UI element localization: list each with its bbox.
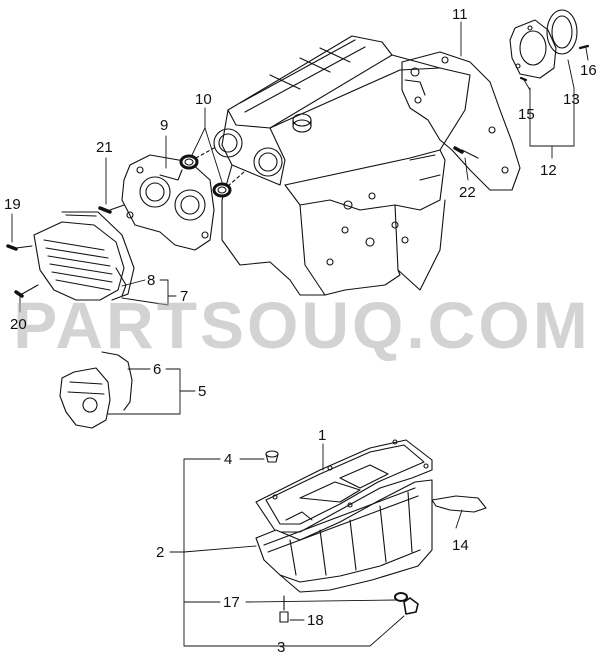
callout-1: 1 — [318, 427, 327, 444]
oil-strainer-14 — [431, 495, 487, 513]
timing-cover-inner-9 — [121, 154, 215, 251]
gasket-17 — [394, 592, 408, 602]
rear-plate-gasket-11 — [401, 51, 521, 191]
callout-9: 9 — [160, 117, 169, 134]
callout-8: 8 — [147, 272, 156, 289]
callout-18: 18 — [307, 612, 324, 629]
callout-12: 12 — [540, 162, 557, 179]
timing-cover-upper — [33, 211, 135, 301]
bolt-22 — [453, 146, 479, 159]
bolt-15 — [519, 76, 528, 82]
callout-15: 15 — [518, 106, 535, 123]
callout-13: 13 — [563, 91, 580, 108]
bolt-20 — [14, 284, 39, 298]
callout-16: 16 — [580, 62, 597, 79]
camshaft-seals-10 — [179, 147, 245, 198]
callout-21: 21 — [96, 139, 113, 156]
bolt-19 — [6, 244, 33, 251]
bolt-16 — [578, 44, 590, 50]
timing-cover-lower-5 — [59, 351, 133, 429]
oil-pan-2 — [255, 464, 433, 593]
callout-3: 3 — [277, 639, 286, 656]
callout-20: 20 — [10, 316, 27, 333]
engine-block — [213, 35, 471, 296]
watermark-text: PARTSOUQ.COM — [13, 288, 591, 362]
rear-seal-case-12 — [509, 9, 578, 79]
callout-22: 22 — [459, 184, 476, 201]
callout-19: 19 — [4, 196, 21, 213]
bolt-18 — [279, 595, 289, 623]
callout-7: 7 — [180, 288, 189, 305]
callout-5: 5 — [198, 383, 207, 400]
callout-11: 11 — [452, 6, 468, 23]
bolt-21 — [98, 204, 125, 214]
callout-17: 17 — [223, 594, 240, 611]
leader-lines — [11, 21, 589, 647]
callout-6: 6 — [153, 361, 162, 378]
drain-plug-3 — [403, 597, 419, 615]
callout-14: 14 — [452, 537, 469, 554]
cap-4 — [265, 450, 279, 463]
callout-2: 2 — [156, 544, 165, 561]
callout-4: 4 — [224, 451, 233, 468]
callout-10: 10 — [195, 91, 212, 108]
oil-pan-gasket-1 — [255, 439, 433, 533]
